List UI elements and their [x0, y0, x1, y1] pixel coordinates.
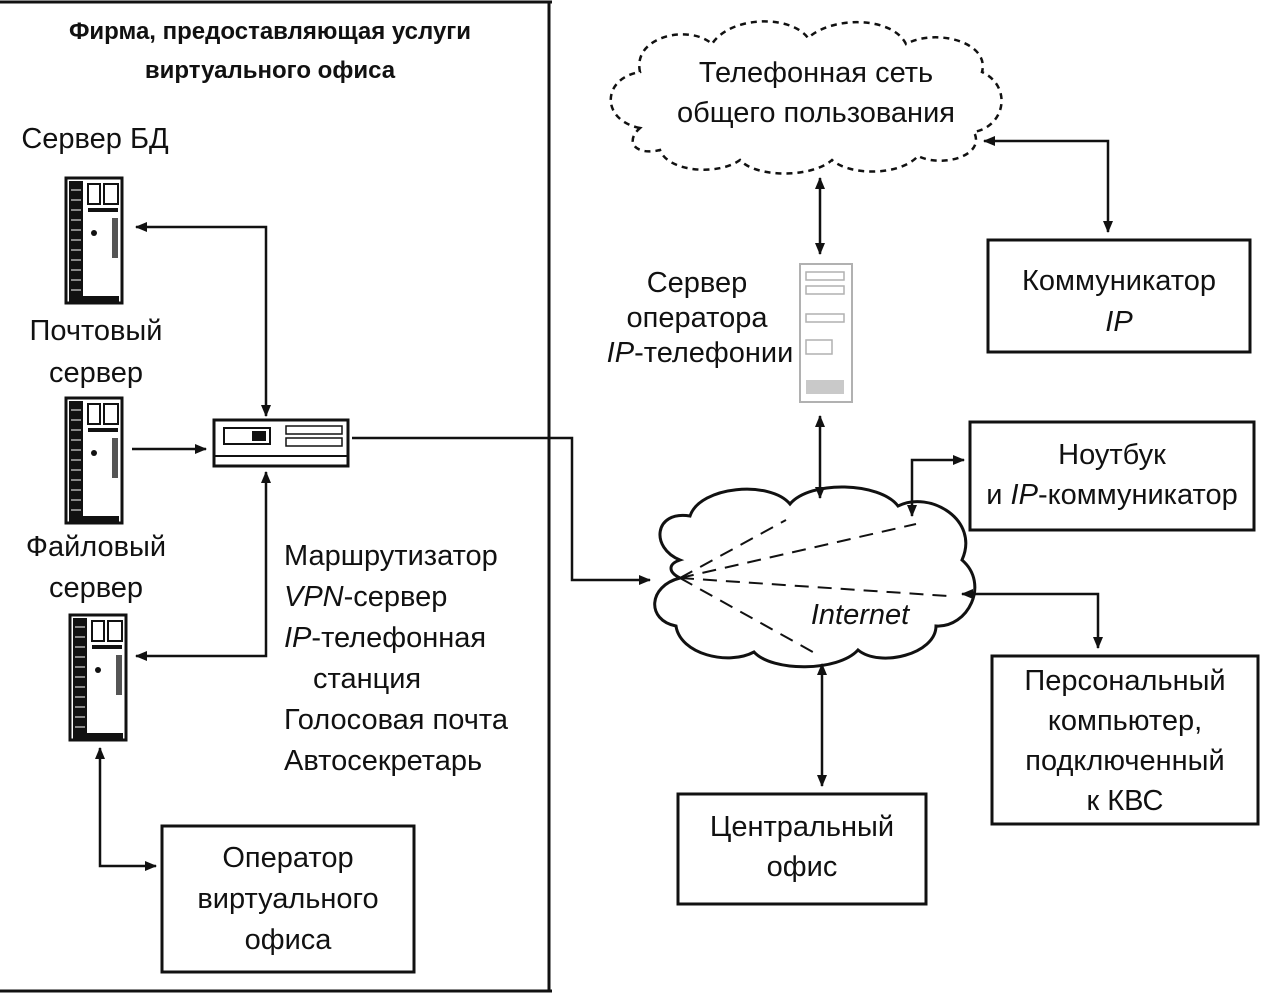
pstn-label-line1: Телефонная сеть — [699, 57, 933, 89]
ip-telephony-server-line1: Сервер — [647, 267, 748, 299]
mail-server-label-line2: сервер — [49, 357, 143, 389]
notebook-line2: и IP-коммуникатор — [986, 479, 1237, 511]
db-server-label: Сервер БД — [21, 123, 169, 155]
communicator-ip-line2: IP — [1105, 306, 1133, 338]
personal-computer-line3: подключенный — [1025, 745, 1224, 777]
db-server-icon — [64, 176, 124, 305]
router-function-station: станция — [313, 663, 421, 695]
internet-virtual-link-2 — [679, 523, 917, 579]
virtual-office-operator-line2: виртуального — [197, 883, 378, 915]
file-server-operator-link — [95, 747, 157, 871]
notebook-line1: Ноутбук — [1058, 439, 1166, 471]
communicator-ip-line1: Коммуникатор — [1022, 265, 1216, 297]
router-db-server-link — [135, 222, 271, 417]
file-server-icon — [68, 613, 128, 742]
internet-label: Internet — [811, 599, 911, 631]
mail-server-icon — [64, 396, 124, 525]
ip-telephony-server-line3: IP-телефонии — [607, 337, 794, 369]
internet-cloud-icon — [653, 485, 977, 669]
internet-pc-link — [961, 589, 1103, 649]
virtual-office-operator-line3: офиса — [245, 924, 333, 956]
file-server-label-line1: Файловый — [26, 531, 166, 563]
internet-virtual-link-1 — [679, 519, 787, 579]
router-icon — [212, 418, 350, 468]
router-function-autoattendant: Автосекретарь — [284, 745, 482, 777]
central-office-box — [676, 792, 928, 906]
ip-telephony-server-icon — [799, 263, 853, 403]
central-office-line2: офис — [767, 851, 838, 883]
pstn-communicator-link — [983, 136, 1113, 233]
internet-virtual-link-4 — [679, 577, 821, 657]
pstn-label-line2: общего пользования — [677, 97, 955, 129]
router-internet-link — [352, 436, 651, 585]
personal-computer-box — [990, 654, 1260, 826]
firm-panel-title-line2: виртуального офиса — [145, 57, 396, 84]
router-function-voicemail: Голосовая почта — [284, 704, 509, 736]
personal-computer-line1: Персональный — [1024, 665, 1225, 697]
file-server-label-line2: сервер — [49, 572, 143, 604]
virtual-office-operator-line1: Оператор — [222, 842, 353, 874]
ip-telephony-server-line2: оператора — [627, 302, 769, 334]
virtual-office-operator-box — [160, 824, 416, 974]
communicator-ip-box — [986, 238, 1252, 354]
router-function-ip-pbx: IP-телефонная — [284, 622, 486, 654]
mail-server-label-line1: Почтовый — [30, 315, 163, 347]
personal-computer-line4: к КВС — [1087, 785, 1164, 817]
pstn-cloud-icon — [609, 20, 1003, 175]
central-office-line1: Центральный — [710, 811, 894, 843]
notebook-box — [968, 420, 1256, 532]
firm-panel-title-line1: Фирма, предоставляющая услуги — [69, 18, 471, 45]
router-function-router: Маршрутизатор — [284, 540, 498, 572]
router-file-server-link — [135, 471, 271, 661]
internet-notebook-link — [907, 455, 965, 517]
personal-computer-line2: компьютер, — [1048, 705, 1202, 737]
router-function-vpn-server: VPN-сервер — [284, 581, 447, 613]
